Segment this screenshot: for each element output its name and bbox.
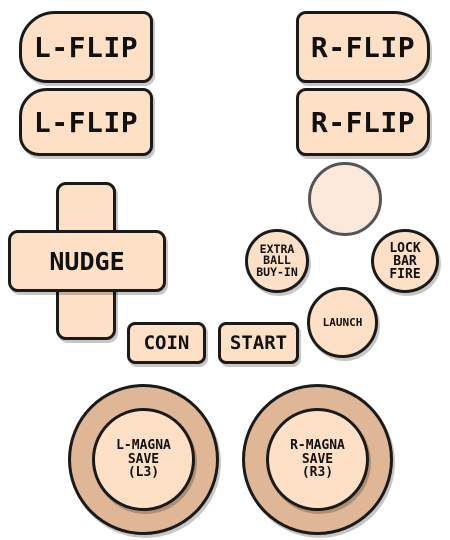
right-stick-label-line-3: (R3): [301, 465, 334, 481]
left-stick-label-line-3: (L3): [127, 465, 160, 481]
right-flip-button[interactable]: R-FLIP: [296, 11, 430, 83]
right-magna-save-stick[interactable]: R-MAGNA SAVE (R3): [266, 408, 369, 511]
lock-bar-fire-button[interactable]: LOCK BAR FIRE: [371, 229, 439, 293]
left-stick-label-line-1: L-MAGNA: [116, 438, 171, 454]
left-flip-button-2[interactable]: L-FLIP: [19, 88, 153, 156]
extra-ball-label-line-3: BUY-IN: [256, 264, 298, 279]
right-stick-label-line-2: SAVE: [301, 451, 334, 467]
nudge-label: NUDGE: [49, 246, 125, 276]
coin-button[interactable]: COIN: [127, 322, 206, 364]
start-button[interactable]: START: [218, 322, 299, 364]
left-flip-button[interactable]: L-FLIP: [19, 11, 153, 83]
dpad-center: [59, 233, 113, 289]
lock-bar-label-line-3: FIRE: [389, 266, 421, 282]
blank-face-button[interactable]: [308, 162, 382, 236]
extra-ball-buy-in-button[interactable]: EXTRA BALL BUY-IN: [245, 229, 309, 293]
nudge-dpad[interactable]: NUDGE: [8, 182, 166, 340]
left-magna-save-stick[interactable]: L-MAGNA SAVE (L3): [92, 408, 195, 511]
right-stick-label-line-1: R-MAGNA: [290, 438, 345, 454]
extra-ball-label-line-1: EXTRA: [259, 241, 295, 256]
left-stick-label-line-2: SAVE: [127, 451, 160, 467]
right-flip-button-2[interactable]: R-FLIP: [296, 88, 430, 156]
lock-bar-label-line-2: BAR: [393, 253, 417, 269]
launch-button[interactable]: LAUNCH: [307, 287, 378, 358]
lock-bar-label-line-1: LOCK: [389, 240, 421, 256]
extra-ball-label-line-2: BALL: [263, 253, 291, 268]
